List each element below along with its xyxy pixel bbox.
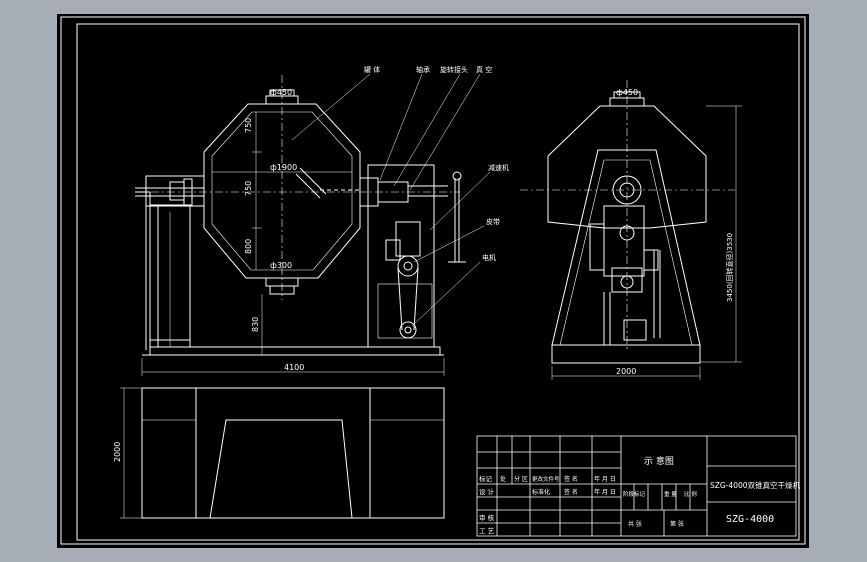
front-view (135, 73, 491, 376)
plan-dim-depth: 2000 (113, 442, 122, 462)
label-drum: 罐 体 (364, 65, 380, 74)
label-rotary-joint: 旋转接头 (440, 65, 468, 74)
label-chain: 皮带 (486, 217, 500, 226)
tb-stage-label: 阶段标记 (623, 490, 646, 498)
side-dim-total-height: 3450(回转直径)3530 (725, 233, 734, 302)
label-bearing: 轴承 (416, 65, 430, 74)
side-dim-top-pipe: ф450 (616, 88, 638, 97)
drawing-sheet (57, 14, 809, 548)
label-reducer: 减速机 (488, 163, 509, 172)
tb-product-title: SZG-4000双锥真空干燥机 (710, 480, 801, 490)
title-block (476, 435, 797, 537)
tb-row-review: 审 核 (479, 513, 495, 522)
tb-header-count: 处 (500, 475, 506, 483)
tb-weight-label: 重 量 (664, 490, 677, 498)
dim-total-width: 4100 (284, 363, 304, 372)
plan-view (120, 387, 445, 519)
tb-mid-standard: 标准化 (532, 488, 550, 496)
tb-header-date: 年 月 日 (594, 475, 616, 483)
dim-diameter: ф1900 (270, 163, 297, 172)
inner-frame (76, 23, 800, 541)
dim-middle: 750 (244, 181, 253, 196)
tb-header-sign: 签 名 (564, 475, 578, 483)
side-dim-width: 2000 (616, 367, 636, 376)
tb-sheet-no: 第 张 (670, 520, 684, 528)
tb-row-design: 设 计 (479, 487, 495, 496)
drum-side-outline (547, 105, 707, 229)
tb-row-process: 工 艺 (479, 527, 495, 535)
outer-frame (60, 16, 806, 545)
tb-mid-sign: 签 名 (564, 488, 578, 496)
dim-lower: 800 (244, 239, 253, 254)
tb-mid-date: 年 月 日 (594, 488, 616, 496)
tb-row-mark: 标记 (479, 474, 493, 483)
tb-drawing-name: 示 意图 (644, 455, 674, 467)
tb-sheet-total: 共 张 (628, 520, 642, 528)
dim-upper: 750 (244, 118, 253, 133)
dim-bottom-pipe: ф300 (270, 261, 292, 270)
tb-drawing-number: SZG-4000 (726, 514, 774, 525)
tb-header-change: 更改文件号 (532, 475, 560, 483)
label-motor: 电机 (482, 253, 496, 262)
tb-header-zone: 分 区 (514, 475, 528, 483)
dim-base-height: 830 (251, 317, 260, 332)
label-vacuum: 真 空 (476, 65, 492, 74)
tb-scale-label: 比 例 (684, 490, 697, 498)
side-view (520, 80, 742, 380)
dim-top-pipe: ф450 (270, 88, 292, 97)
